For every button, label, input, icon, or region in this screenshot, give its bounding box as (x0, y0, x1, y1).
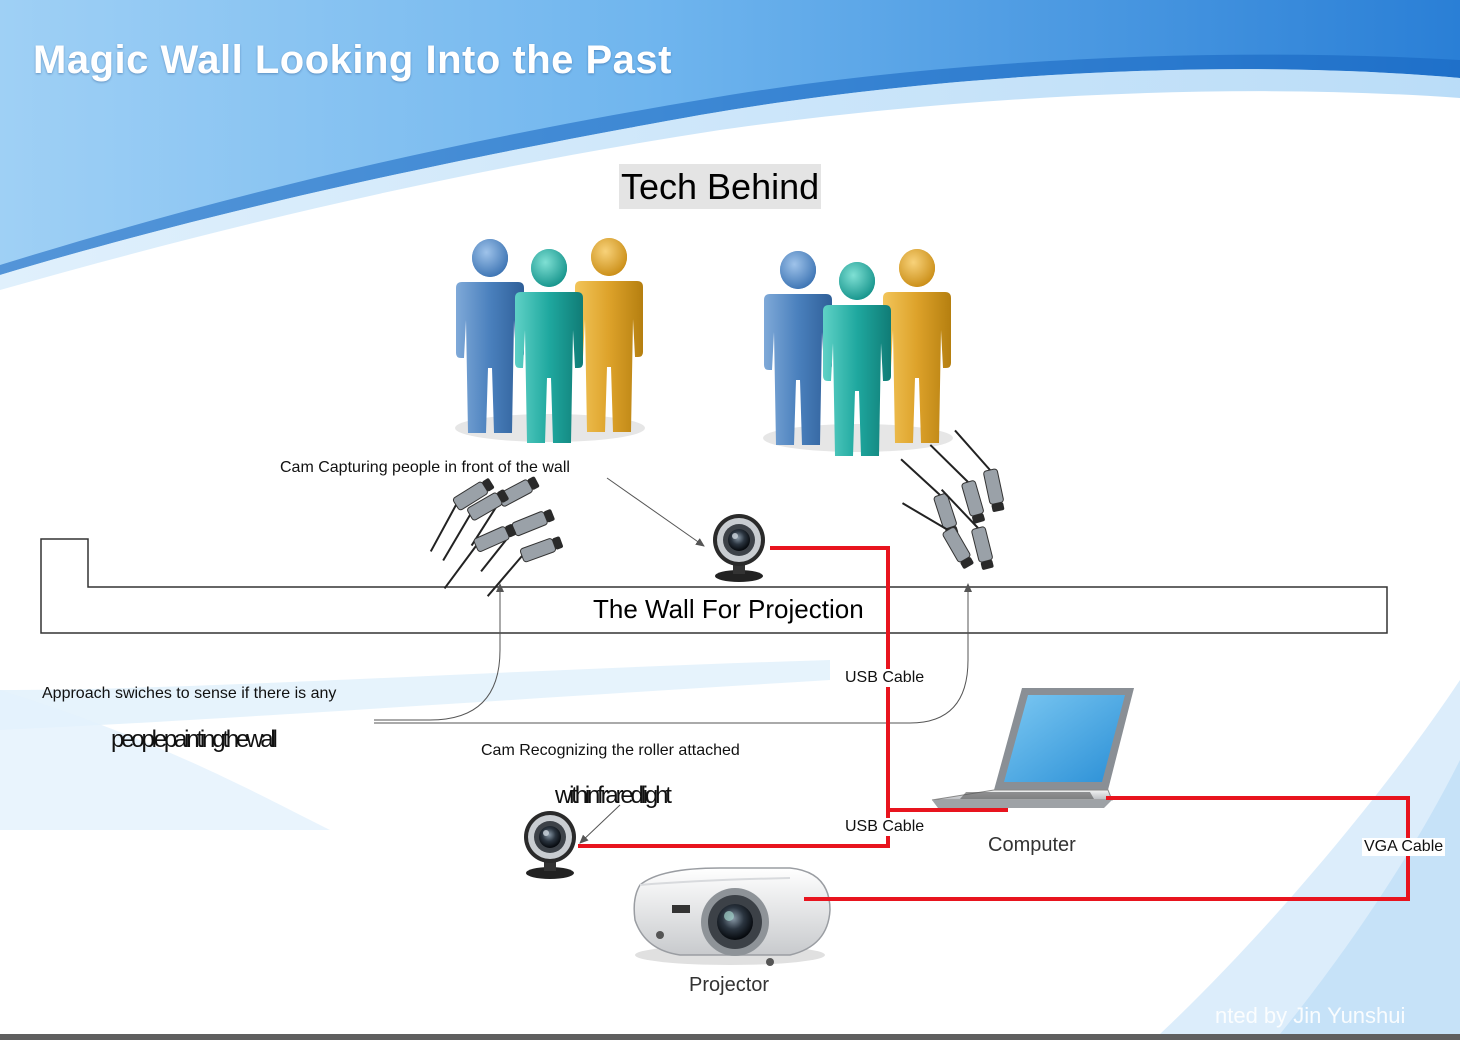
wall-label: The Wall For Projection (593, 594, 864, 624)
bottom-bar (0, 1034, 1460, 1040)
vga-cable-label: VGA Cable (1362, 838, 1446, 856)
wall-shape (40, 538, 1388, 634)
cam-bottom-label-line1: Cam Recognizing the roller attached (481, 742, 740, 759)
leader-line-cam-bottom (579, 804, 621, 844)
leader-line-sensor-left (374, 583, 504, 721)
slide-subtitle: Tech Behind (619, 164, 822, 209)
presenter-footer: nted by Jin Yunshui (1215, 1003, 1406, 1028)
webcam-icon (524, 811, 576, 879)
people-group-icon (763, 249, 953, 456)
usb-cable-top-label: USB Cable (843, 669, 927, 687)
bottom-wave-left (0, 660, 830, 730)
approach-label-line1: Approach swiches to sense if there is an… (42, 685, 337, 702)
leader-line-cam-top (606, 477, 705, 547)
webcam-icon (713, 514, 765, 582)
slide-title: Magic Wall Looking Into the Past (33, 38, 672, 82)
usb-cable-bottom-label: USB Cable (843, 818, 927, 836)
laptop-icon (931, 688, 1134, 808)
cam-top-label: Cam Capturing people in front of the wal… (280, 459, 570, 476)
cam-bottom-label-line2: withinfraredlight (555, 782, 672, 809)
computer-label: Computer (988, 834, 1076, 856)
usb-cable-bottom (578, 808, 890, 848)
sensor-switch-icon (412, 474, 572, 598)
approach-label-line2: peoplepaintingthewall (111, 726, 278, 753)
projector-label: Projector (689, 974, 770, 996)
leader-line-sensor-right (374, 583, 972, 724)
people-group-icon (455, 238, 645, 443)
projector-icon (633, 867, 831, 966)
